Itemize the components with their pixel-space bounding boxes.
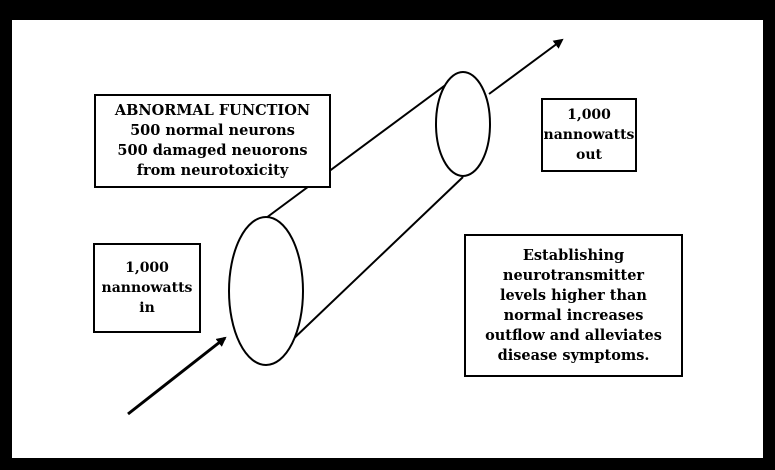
cylinder-entry-end bbox=[229, 217, 303, 365]
abnormal-function-box: ABNORMAL FUNCTION 500 normal neurons 500… bbox=[94, 94, 331, 188]
note-line-4: normal increases bbox=[504, 306, 644, 326]
output-box: 1,000 nannowatts out bbox=[541, 98, 637, 172]
input-unit: nannowatts bbox=[102, 278, 193, 298]
abnormal-function-line-3: from neurotoxicity bbox=[137, 161, 289, 181]
note-line-1: Establishing bbox=[523, 246, 624, 266]
note-line-5: outflow and alleviates bbox=[485, 326, 662, 346]
input-direction: in bbox=[139, 298, 155, 318]
abnormal-function-line-1: 500 normal neurons bbox=[130, 121, 295, 141]
abnormal-function-line-2: 500 damaged neuorons bbox=[117, 141, 307, 161]
note-line-3: levels higher than bbox=[500, 286, 647, 306]
cylinder-exit-end bbox=[436, 72, 490, 176]
output-direction: out bbox=[576, 145, 602, 165]
output-unit: nannowatts bbox=[544, 125, 635, 145]
note-box: Establishing neurotransmitter levels hig… bbox=[464, 234, 683, 377]
note-line-6: disease symptoms. bbox=[498, 346, 650, 366]
output-value: 1,000 bbox=[567, 105, 611, 125]
abnormal-function-title: ABNORMAL FUNCTION bbox=[115, 101, 310, 121]
note-line-2: neurotransmitter bbox=[503, 266, 644, 286]
input-box: 1,000 nannowatts in bbox=[93, 243, 201, 333]
input-value: 1,000 bbox=[125, 258, 169, 278]
